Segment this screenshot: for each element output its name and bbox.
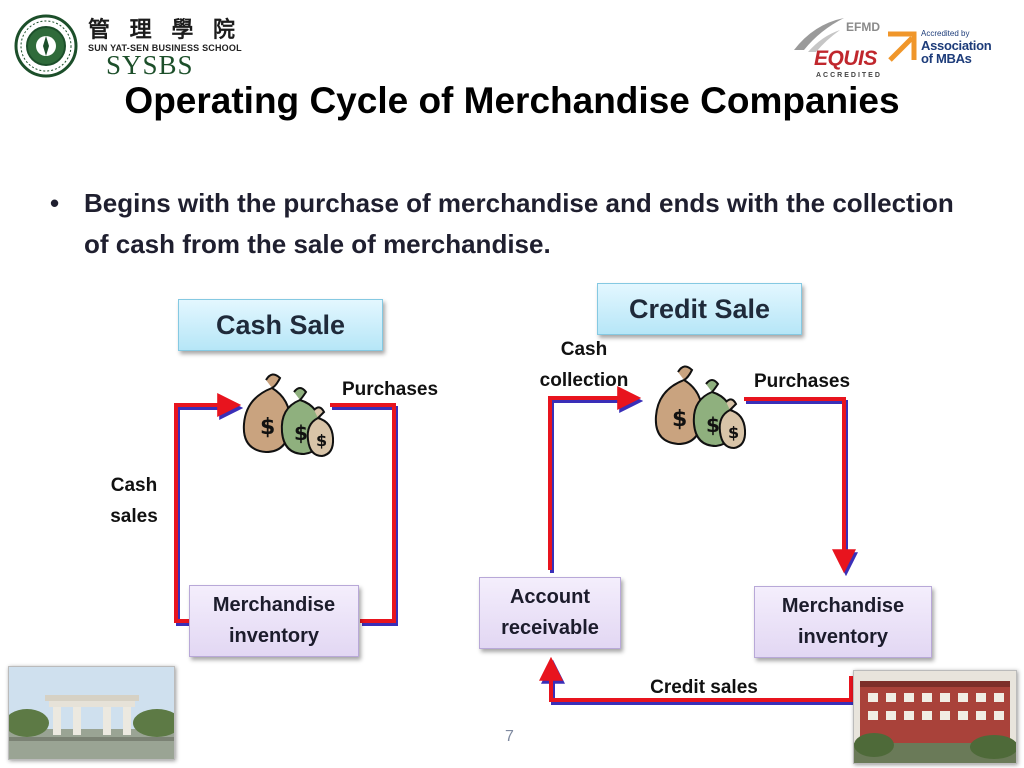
cash-sales-label-line2: sales — [110, 506, 158, 527]
cash-merchandise-inventory-node: Merchandise inventory — [189, 585, 359, 657]
school-name-chinese: 管 理 學 院 — [88, 17, 241, 43]
account-receivable-node: Account receivable — [479, 577, 621, 649]
campus-gate-photo — [8, 666, 175, 760]
amba-name-line2: of MBAs — [921, 51, 972, 66]
cash-collection-arrow — [548, 386, 644, 573]
svg-text:$: $ — [294, 421, 308, 445]
university-seal-icon — [14, 14, 78, 78]
cash-purchases-arrow — [330, 403, 398, 626]
node-label-line1: Account — [509, 586, 590, 608]
school-abbreviation: SYSBS — [106, 50, 194, 80]
svg-text:$: $ — [672, 407, 687, 432]
cash-sales-arrow — [174, 393, 244, 626]
credit-purchases-label: Purchases — [753, 371, 851, 392]
money-bags-icon: $ $ $ — [654, 365, 747, 450]
cash-collection-label-line2: collection — [539, 370, 629, 391]
equis-accredited-label: ACCREDITED — [816, 72, 882, 79]
cash-sale-heading: Cash Sale — [178, 299, 383, 351]
cash-sales-label-line1: Cash — [110, 475, 158, 496]
efmd-label: EFMD — [846, 20, 880, 34]
credit-purchases-arrow — [744, 397, 858, 577]
amba-name-line1: Association — [921, 38, 992, 53]
node-label-line2: inventory — [797, 626, 888, 648]
amba-arrow-icon — [888, 31, 917, 62]
bullet-symbol: • — [50, 188, 60, 218]
money-bags-icon: $ $ $ — [242, 373, 335, 458]
svg-text:$: $ — [260, 415, 275, 440]
node-label-line2: receivable — [501, 617, 599, 639]
node-label-line2: inventory — [228, 625, 319, 647]
svg-text:$: $ — [728, 423, 739, 442]
node-label-line1: Merchandise — [212, 594, 336, 616]
cash-sales-label: Cash sales — [98, 470, 170, 532]
page-number: 7 — [505, 728, 514, 745]
amba-name: Association of MBAs — [921, 38, 992, 66]
credit-sale-heading: Credit Sale — [597, 283, 802, 335]
school-name-english: SUN YAT-SEN BUSINESS SCHOOL — [88, 43, 242, 53]
svg-text:$: $ — [316, 431, 327, 450]
node-label-line1: Merchandise — [781, 595, 905, 617]
campus-building-photo — [853, 670, 1017, 764]
cash-collection-label-line1: Cash — [560, 339, 608, 360]
equis-label: EQUIS — [814, 47, 877, 70]
bullet-text: Begins with the purchase of merchandise … — [84, 188, 954, 259]
credit-merchandise-inventory-node: Merchandise inventory — [754, 586, 932, 658]
cash-purchases-label: Purchases — [341, 379, 439, 400]
svg-text:$: $ — [706, 413, 720, 437]
slide-title: Operating Cycle of Merchandise Companies — [124, 80, 900, 121]
cash-collection-label: Cash collection — [524, 334, 644, 396]
credit-sales-label: Credit sales — [650, 677, 758, 698]
efmd-swoosh-icon — [794, 18, 844, 52]
amba-accredited-by: Accredited by — [921, 29, 970, 38]
